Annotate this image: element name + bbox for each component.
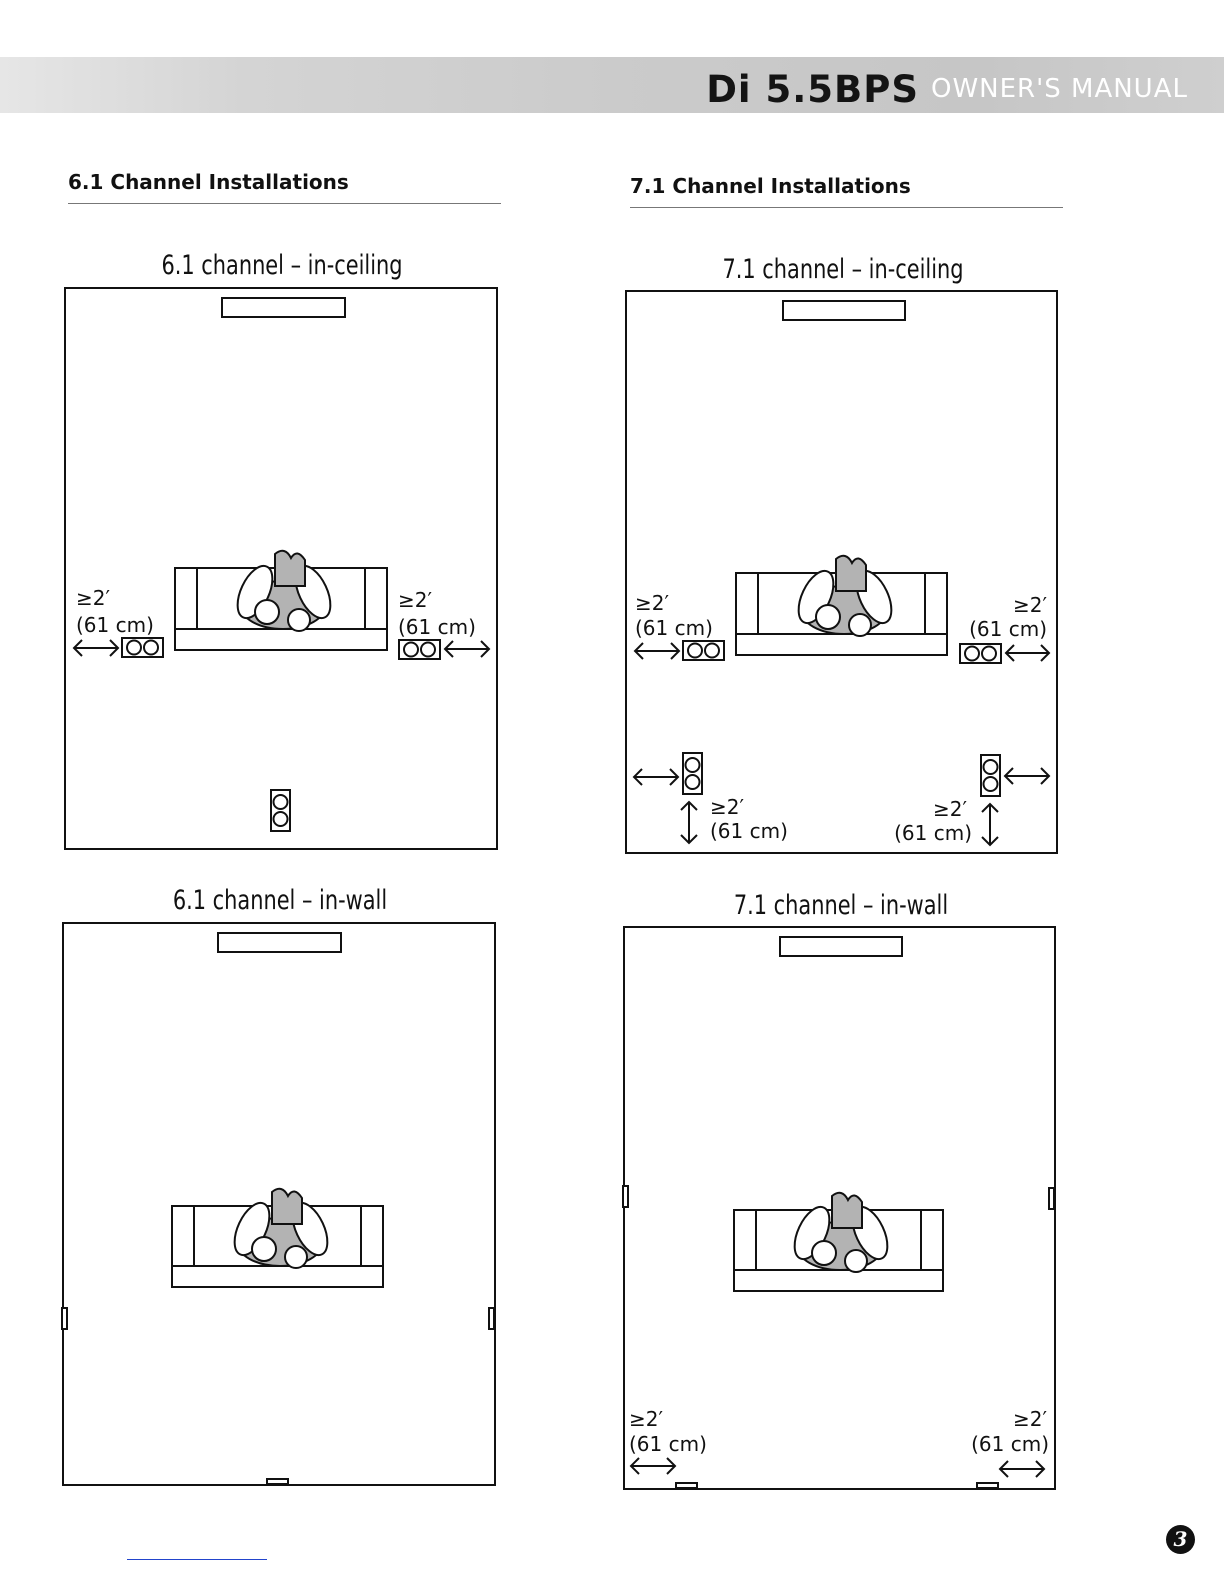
left-surround-metric: (61 cm) <box>76 613 154 637</box>
rear-right-vertical-arrow <box>982 804 998 845</box>
rear-right-wall-speaker <box>977 1483 998 1488</box>
center-speaker <box>222 298 345 317</box>
left-wall-speaker <box>623 1186 628 1207</box>
sofa-listener <box>736 556 947 655</box>
rear-right-metric: (61 cm) <box>894 821 972 845</box>
listener-head <box>255 600 279 624</box>
diagram-title-7-1-wall: 7.1 channel – in-wall <box>654 890 1029 921</box>
right-surround-metric: (61 cm) <box>969 617 1047 641</box>
center-speaker <box>780 937 902 956</box>
sofa-listener <box>172 1189 383 1287</box>
listener-head-2 <box>845 1250 867 1272</box>
section-rule-6-1 <box>68 203 501 204</box>
left-surround-arrow <box>635 643 679 659</box>
manual-label: OWNER'S MANUAL <box>931 74 1188 104</box>
left-surround-min: ≥2′ <box>76 586 110 610</box>
rear-left-metric: (61 cm) <box>710 819 788 843</box>
listener-head-2 <box>285 1246 307 1268</box>
rear-left-speaker <box>683 753 702 794</box>
listener-head <box>816 605 840 629</box>
section-title-6-1: 6.1 Channel Installations <box>68 170 349 194</box>
diagram-title-6-1-wall: 6.1 channel – in-wall <box>93 885 468 916</box>
section-rule-7-1 <box>630 207 1063 208</box>
left-surround-arrow <box>74 640 118 656</box>
rear-left-min: ≥2′ <box>710 795 744 819</box>
right-wall-speaker <box>489 1308 494 1329</box>
model-name: Di 5.5BPS <box>706 68 919 111</box>
right-surround-min: ≥2′ <box>1013 593 1047 617</box>
left-wall-speaker <box>62 1308 67 1329</box>
listener-head-2 <box>849 614 871 636</box>
rear-right-min: ≥2′ <box>1013 1407 1047 1431</box>
left-surround-min: ≥2′ <box>635 591 669 615</box>
sofa-listener <box>734 1193 943 1291</box>
rear-center-speaker <box>271 790 290 831</box>
header-title: Di 5.5BPS OWNER'S MANUAL <box>706 61 1188 117</box>
rear-left-metric: (61 cm) <box>629 1432 707 1456</box>
right-surround-arrow <box>1006 645 1049 661</box>
left-surround-metric: (61 cm) <box>635 616 713 640</box>
right-surround-speaker <box>399 640 440 659</box>
right-surround-arrow <box>445 641 489 657</box>
left-surround-speaker <box>683 641 724 660</box>
diagram-title-6-1-ceiling: 6.1 channel – in-ceiling <box>95 250 470 281</box>
section-title-7-1: 7.1 Channel Installations <box>630 174 911 198</box>
rear-left-min: ≥2′ <box>629 1407 663 1431</box>
sofa-listener <box>175 551 387 650</box>
diagram-7-1-wall: ≥2′ (61 cm) ≥2′ (61 cm) <box>623 926 1063 1496</box>
right-surround-speaker <box>960 644 1001 663</box>
rear-right-min: ≥2′ <box>933 797 967 821</box>
diagram-7-1-ceiling: ≥2′ (61 cm) ≥2′ (61 cm) ≥2′ (61 cm) <box>625 290 1065 860</box>
diagram-6-1-wall <box>62 922 502 1492</box>
rear-left-vertical-arrow <box>681 802 697 843</box>
bottom-rule <box>127 1559 267 1560</box>
left-surround-speaker <box>122 638 163 657</box>
rear-left-arrow <box>631 1458 675 1474</box>
listener-head <box>812 1241 836 1265</box>
listener-head-2 <box>288 609 310 631</box>
right-surround-metric: (61 cm) <box>398 615 476 639</box>
diagram-title-7-1-ceiling: 7.1 channel – in-ceiling <box>656 254 1031 285</box>
center-speaker <box>783 301 905 320</box>
right-surround-min: ≥2′ <box>398 588 432 612</box>
rear-left-wall-speaker <box>676 1483 697 1488</box>
diagram-6-1-ceiling: ≥2′ (61 cm) ≥2′ (61 cm) <box>64 287 504 857</box>
listener-head <box>252 1237 276 1261</box>
right-wall-speaker <box>1049 1188 1054 1209</box>
rear-wall-speaker <box>267 1479 288 1484</box>
rear-right-arrow <box>1005 768 1049 784</box>
page-number: 3 <box>1166 1525 1195 1554</box>
rear-right-arrow <box>1000 1461 1044 1477</box>
center-speaker <box>218 933 341 952</box>
rear-right-metric: (61 cm) <box>971 1432 1049 1456</box>
rear-right-speaker <box>981 755 1000 796</box>
rear-left-arrow <box>634 769 678 785</box>
